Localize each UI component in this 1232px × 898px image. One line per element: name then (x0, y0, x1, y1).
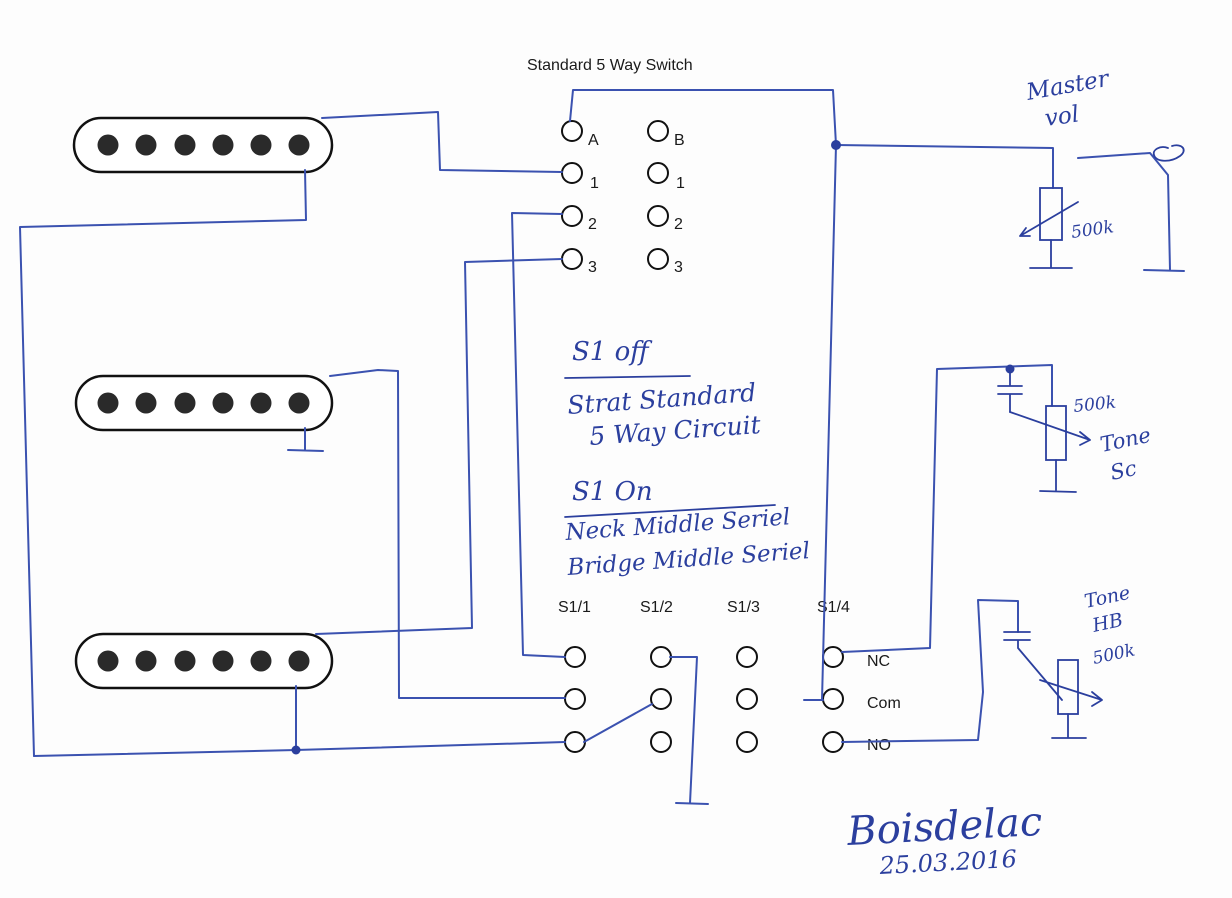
s1-off-title: S1 off (572, 337, 653, 367)
s1-switch: S1/1 S1/2 S1/3 S1/4 NC Com NO (558, 599, 901, 754)
tone-hb-pot (1003, 631, 1103, 739)
tone-sc-label-1: Tone (1098, 423, 1153, 457)
signature-date: 25.03.2016 (878, 845, 1018, 880)
master-vol-label-1: Master (1024, 66, 1113, 107)
s1-on-line-2: Bridge Middle Seriel (566, 538, 811, 581)
tone-sc-label-2: Sc (1108, 456, 1139, 485)
notes: S1 off Strat Standard 5 Way Circuit S1 O… (564, 337, 811, 581)
tone-sc-value: 500k (1072, 393, 1117, 417)
neck-pickup (72, 116, 334, 174)
s1-col-label-1: S1/1 (558, 599, 591, 616)
lug-label-a1: 1 (590, 175, 599, 192)
lug-label-a2: 2 (588, 216, 597, 233)
five-way-switch: A 1 2 3 B 1 2 3 (561, 120, 685, 276)
s1-row-label-com: Com (867, 695, 901, 712)
lug-label-a: A (588, 132, 599, 149)
lug-label-b: B (674, 132, 685, 149)
s1-row-label-nc: NC (867, 653, 890, 670)
lug-label-b1: 1 (676, 175, 685, 192)
tone-sc-pot (997, 368, 1091, 493)
signature: Boisdelac 25.03.2016 (845, 799, 1043, 880)
switch-title: Standard 5 Way Switch (527, 57, 693, 74)
s1-col-label-3: S1/3 (727, 599, 760, 616)
tone-hb-label-2: HB (1089, 609, 1124, 637)
lug-label-b3: 3 (674, 259, 683, 276)
lug-label-a3: 3 (588, 259, 597, 276)
master-vol-value: 500k (1070, 217, 1115, 243)
s1-col-label-4: S1/4 (817, 599, 850, 616)
master-vol-label-2: vol (1043, 101, 1080, 132)
bridge-pickup (74, 632, 334, 690)
s1-on-title: S1 On (572, 477, 653, 507)
master-volume-pot (1019, 144, 1185, 269)
tone-hb-label-1: Tone (1082, 582, 1132, 613)
lug-label-b2: 2 (674, 216, 683, 233)
signature-name: Boisdelac (845, 799, 1043, 855)
s1-col-label-2: S1/2 (640, 599, 673, 616)
middle-pickup (74, 374, 334, 432)
ground-junction (291, 745, 301, 755)
wiring (19, 89, 1185, 805)
bus-junction (831, 140, 841, 150)
s1-row-label-no: NO (867, 737, 891, 754)
tone-hb-label-3: 500k (1091, 640, 1137, 668)
